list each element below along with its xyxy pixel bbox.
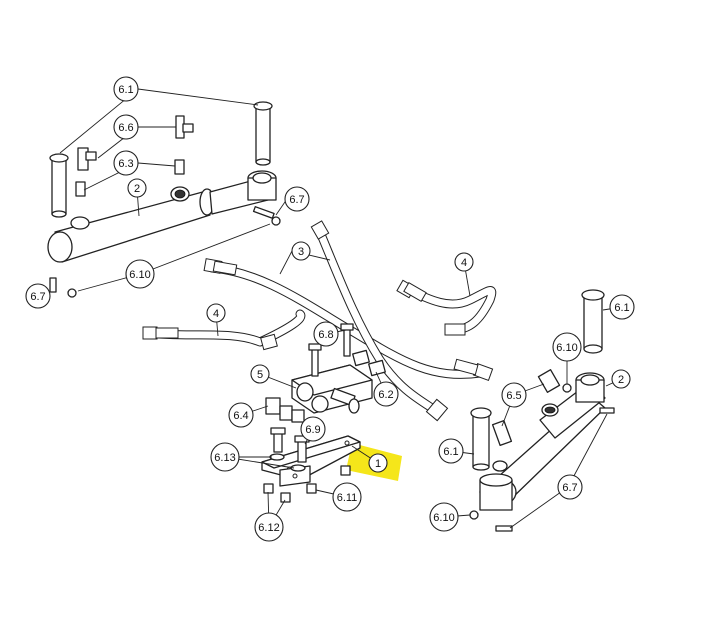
callout-6-10-bottom: 6.10	[429, 502, 459, 532]
svg-text:6.9: 6.9	[305, 424, 320, 436]
callout-5: 5	[250, 364, 270, 384]
callout-6-7-right: 6.7	[557, 474, 583, 500]
svg-text:6.1: 6.1	[614, 302, 629, 314]
callout-1: 1	[368, 453, 388, 473]
callout-4-mid: 4	[206, 303, 226, 323]
svg-text:6.13: 6.13	[214, 452, 235, 464]
callout-2-top: 2	[127, 178, 147, 198]
svg-text:6.7: 6.7	[562, 482, 577, 494]
svg-text:4: 4	[461, 257, 467, 269]
fitting-6-6	[77, 115, 194, 171]
callout-6-13: 6.13	[210, 442, 240, 472]
callout-3: 3	[291, 241, 311, 261]
svg-text:2: 2	[618, 374, 624, 386]
pin-6-1-left	[49, 153, 69, 218]
valve-fittings-6-2	[352, 349, 386, 377]
callout-6-4: 6.4	[228, 402, 254, 428]
callout-6-7-top: 6.7	[284, 186, 310, 212]
callout-4-right: 4	[454, 252, 474, 272]
svg-text:6.11: 6.11	[337, 492, 358, 504]
svg-text:1: 1	[375, 458, 381, 470]
bolt-6-7-left	[49, 277, 77, 298]
svg-text:6.6: 6.6	[118, 122, 133, 134]
pin-6-1-lower	[470, 407, 492, 471]
bolt-6-7-right	[495, 407, 615, 532]
callout-6-2: 6.2	[373, 381, 399, 407]
cylinder-left	[47, 170, 277, 263]
valve-fittings-6-4	[265, 397, 305, 423]
callout-6-10-right: 6.10	[552, 332, 582, 362]
nuts-6-11-6-12	[263, 465, 351, 503]
svg-text:6.2: 6.2	[378, 389, 393, 401]
callout-6-6: 6.6	[113, 114, 139, 140]
callout-6-10-left: 6.10	[125, 259, 155, 289]
valve-block-5	[291, 364, 373, 414]
bracket-1	[261, 435, 361, 487]
svg-text:6.8: 6.8	[318, 329, 333, 341]
svg-text:6.10: 6.10	[556, 342, 577, 354]
valve-bolts-6-8	[308, 323, 354, 377]
pin-6-1-right	[581, 289, 605, 354]
callout-6-8: 6.8	[313, 321, 339, 347]
svg-text:3: 3	[298, 246, 304, 258]
cylinder-right	[479, 372, 606, 511]
callout-6-1-lower: 6.1	[438, 438, 464, 464]
callout-2-right: 2	[611, 369, 631, 389]
bolt-6-7-top	[252, 206, 281, 226]
callout-6-7-left: 6.7	[25, 283, 51, 309]
callout-6-5: 6.5	[501, 382, 527, 408]
callout-6-3: 6.3	[113, 150, 139, 176]
callout-6-1-top: 6.1	[113, 76, 139, 102]
hose-4-right	[400, 283, 497, 335]
svg-text:4: 4	[213, 308, 219, 320]
svg-text:6.1: 6.1	[443, 446, 458, 458]
callout-6-12: 6.12	[254, 512, 284, 542]
svg-text:6.1: 6.1	[118, 84, 133, 96]
svg-text:6.10: 6.10	[129, 269, 150, 281]
svg-text:6.12: 6.12	[258, 522, 279, 534]
callout-6-9: 6.9	[300, 416, 326, 442]
pin-6-1-top	[253, 101, 273, 166]
callout-6-11: 6.11	[332, 482, 362, 512]
fittings-6-5	[491, 369, 561, 447]
hose-3-b	[315, 227, 443, 417]
svg-text:2: 2	[134, 183, 140, 195]
svg-text:6.4: 6.4	[233, 410, 248, 422]
svg-text:6.10: 6.10	[433, 512, 454, 524]
callout-6-1-right: 6.1	[609, 294, 635, 320]
svg-text:6.7: 6.7	[30, 291, 45, 303]
svg-text:5: 5	[257, 369, 263, 381]
hose-fittings	[142, 220, 494, 422]
washers-6-13	[269, 453, 306, 472]
svg-text:6.3: 6.3	[118, 158, 133, 170]
svg-text:6.5: 6.5	[506, 390, 521, 402]
hose-4-mid	[143, 309, 306, 347]
svg-text:6.7: 6.7	[289, 194, 304, 206]
